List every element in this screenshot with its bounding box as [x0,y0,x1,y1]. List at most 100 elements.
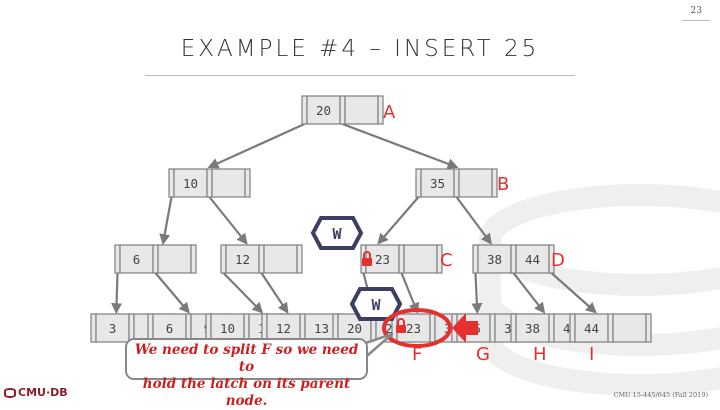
node-key-cell [574,313,609,343]
node-pointer-slot [491,168,498,198]
node-pointer-slot [244,168,251,198]
leaf-f-highlight-ellipse [382,308,452,348]
node-pointer-slot [258,244,265,274]
edge-B-C [377,196,420,245]
node-pointer-slot [472,244,479,274]
node-key-cell [173,168,208,198]
tree-node-A: 20 A [301,95,396,125]
latch-label: W [332,225,342,243]
node-pointer-slot [607,313,614,343]
node-key-cell [225,244,260,274]
tree-overlays: WW [310,216,478,357]
node-key-value: 38 [487,252,502,267]
latch-badge [349,287,403,321]
tree-node-B: 35 B [415,168,509,198]
logo-text: CMU·DB [18,386,68,399]
node-pointer-slot [510,313,517,343]
node-pointer-slot [301,95,308,125]
node-key-value: 10 [220,321,235,336]
write-latch-C: W [310,216,364,250]
node-key-value: 23 [406,321,421,336]
node-label-I: I [589,344,594,365]
node-pointer-slot [548,244,555,274]
explanation-callout: We need to split F so we need to hold th… [125,338,368,409]
tree-node-I: 44I [569,313,652,365]
edge-n12-L3 [222,272,264,314]
lock-icon [396,318,406,333]
node-pointer-slot [190,244,197,274]
node-pointer-slot [429,313,436,343]
node-label-G: G [476,344,490,365]
edge-left10-n12 [208,196,248,245]
node-pointer-slot [569,313,576,343]
title-rule [145,75,575,76]
cmu-db-logo: CMU·DB [4,386,68,399]
node-label-A: A [383,102,396,123]
edge-B-D [455,196,493,245]
node-key-value: 20 [347,321,362,336]
node-key-cell [403,244,438,274]
node-key-cell [119,244,154,274]
node-key-cell [157,244,192,274]
node-key-cell [612,313,647,343]
page-number-rule [682,20,710,21]
page-number: 23 [690,6,702,16]
write-latch-F: W [349,287,403,321]
database-logo-icon [4,388,16,398]
node-key-value: 13 [314,321,329,336]
node-pointer-slot [206,168,213,198]
node-key-cell [95,313,130,343]
tree-node-n6: 6 [114,244,197,274]
node-pointer-slot [296,244,303,274]
node-key-value: 44 [584,321,599,336]
node-key-cell [458,168,493,198]
node-key-value: 6 [166,321,174,336]
node-pointer-slot [114,244,121,274]
tree-node-n12: 12 [220,244,303,274]
node-pointer-slot [377,95,384,125]
node-key-cell [211,168,246,198]
latch-badge [310,216,364,250]
edge-n12-L4 [260,272,289,314]
node-key-value: 3 [109,321,117,336]
node-pointer-slot [453,168,460,198]
node-key-cell [477,244,512,274]
node-key-value: 6 [133,252,141,267]
node-label-D: D [551,250,565,271]
course-footer: CMU 15-445/645 (Fall 2019) [613,391,709,399]
background-database-icon [479,184,720,396]
edge-D-G [471,272,483,315]
lock-icon [362,251,372,266]
edge-left10-n6 [159,196,173,246]
node-pointer-slot [510,244,517,274]
node-key-cell [420,168,455,198]
node-key-value: 44 [525,252,540,267]
node-key-value: 35 [430,176,445,191]
node-label-B: B [497,174,509,195]
node-key-value: 12 [276,321,291,336]
node-pointer-slot [398,244,405,274]
node-key-value: 10 [183,176,198,191]
tree-node-L4: 12 13 [261,313,344,343]
node-pointer-slot [168,168,175,198]
node-pointer-slot [489,313,496,343]
node-key-cell [263,244,298,274]
slide-title: EXAMPLE #4 – INSERT 25 [180,36,540,62]
node-pointer-slot [548,313,555,343]
node-key-value: 12 [235,252,250,267]
node-label-H: H [533,344,547,365]
callout-line-1: We need to split F so we need to [134,342,359,375]
node-key-value: 20 [316,103,331,118]
red-arrow-icon [452,313,478,343]
node-pointer-slot [90,313,97,343]
node-label-F: F [412,344,422,365]
node-key-value: 38 [525,321,540,336]
latch-label: W [371,296,381,314]
node-pointer-slot [220,244,227,274]
node-key-cell [306,95,341,125]
tree-node-left10: 10 [168,168,251,198]
node-pointer-slot [415,168,422,198]
edge-n6-L2 [154,272,190,314]
